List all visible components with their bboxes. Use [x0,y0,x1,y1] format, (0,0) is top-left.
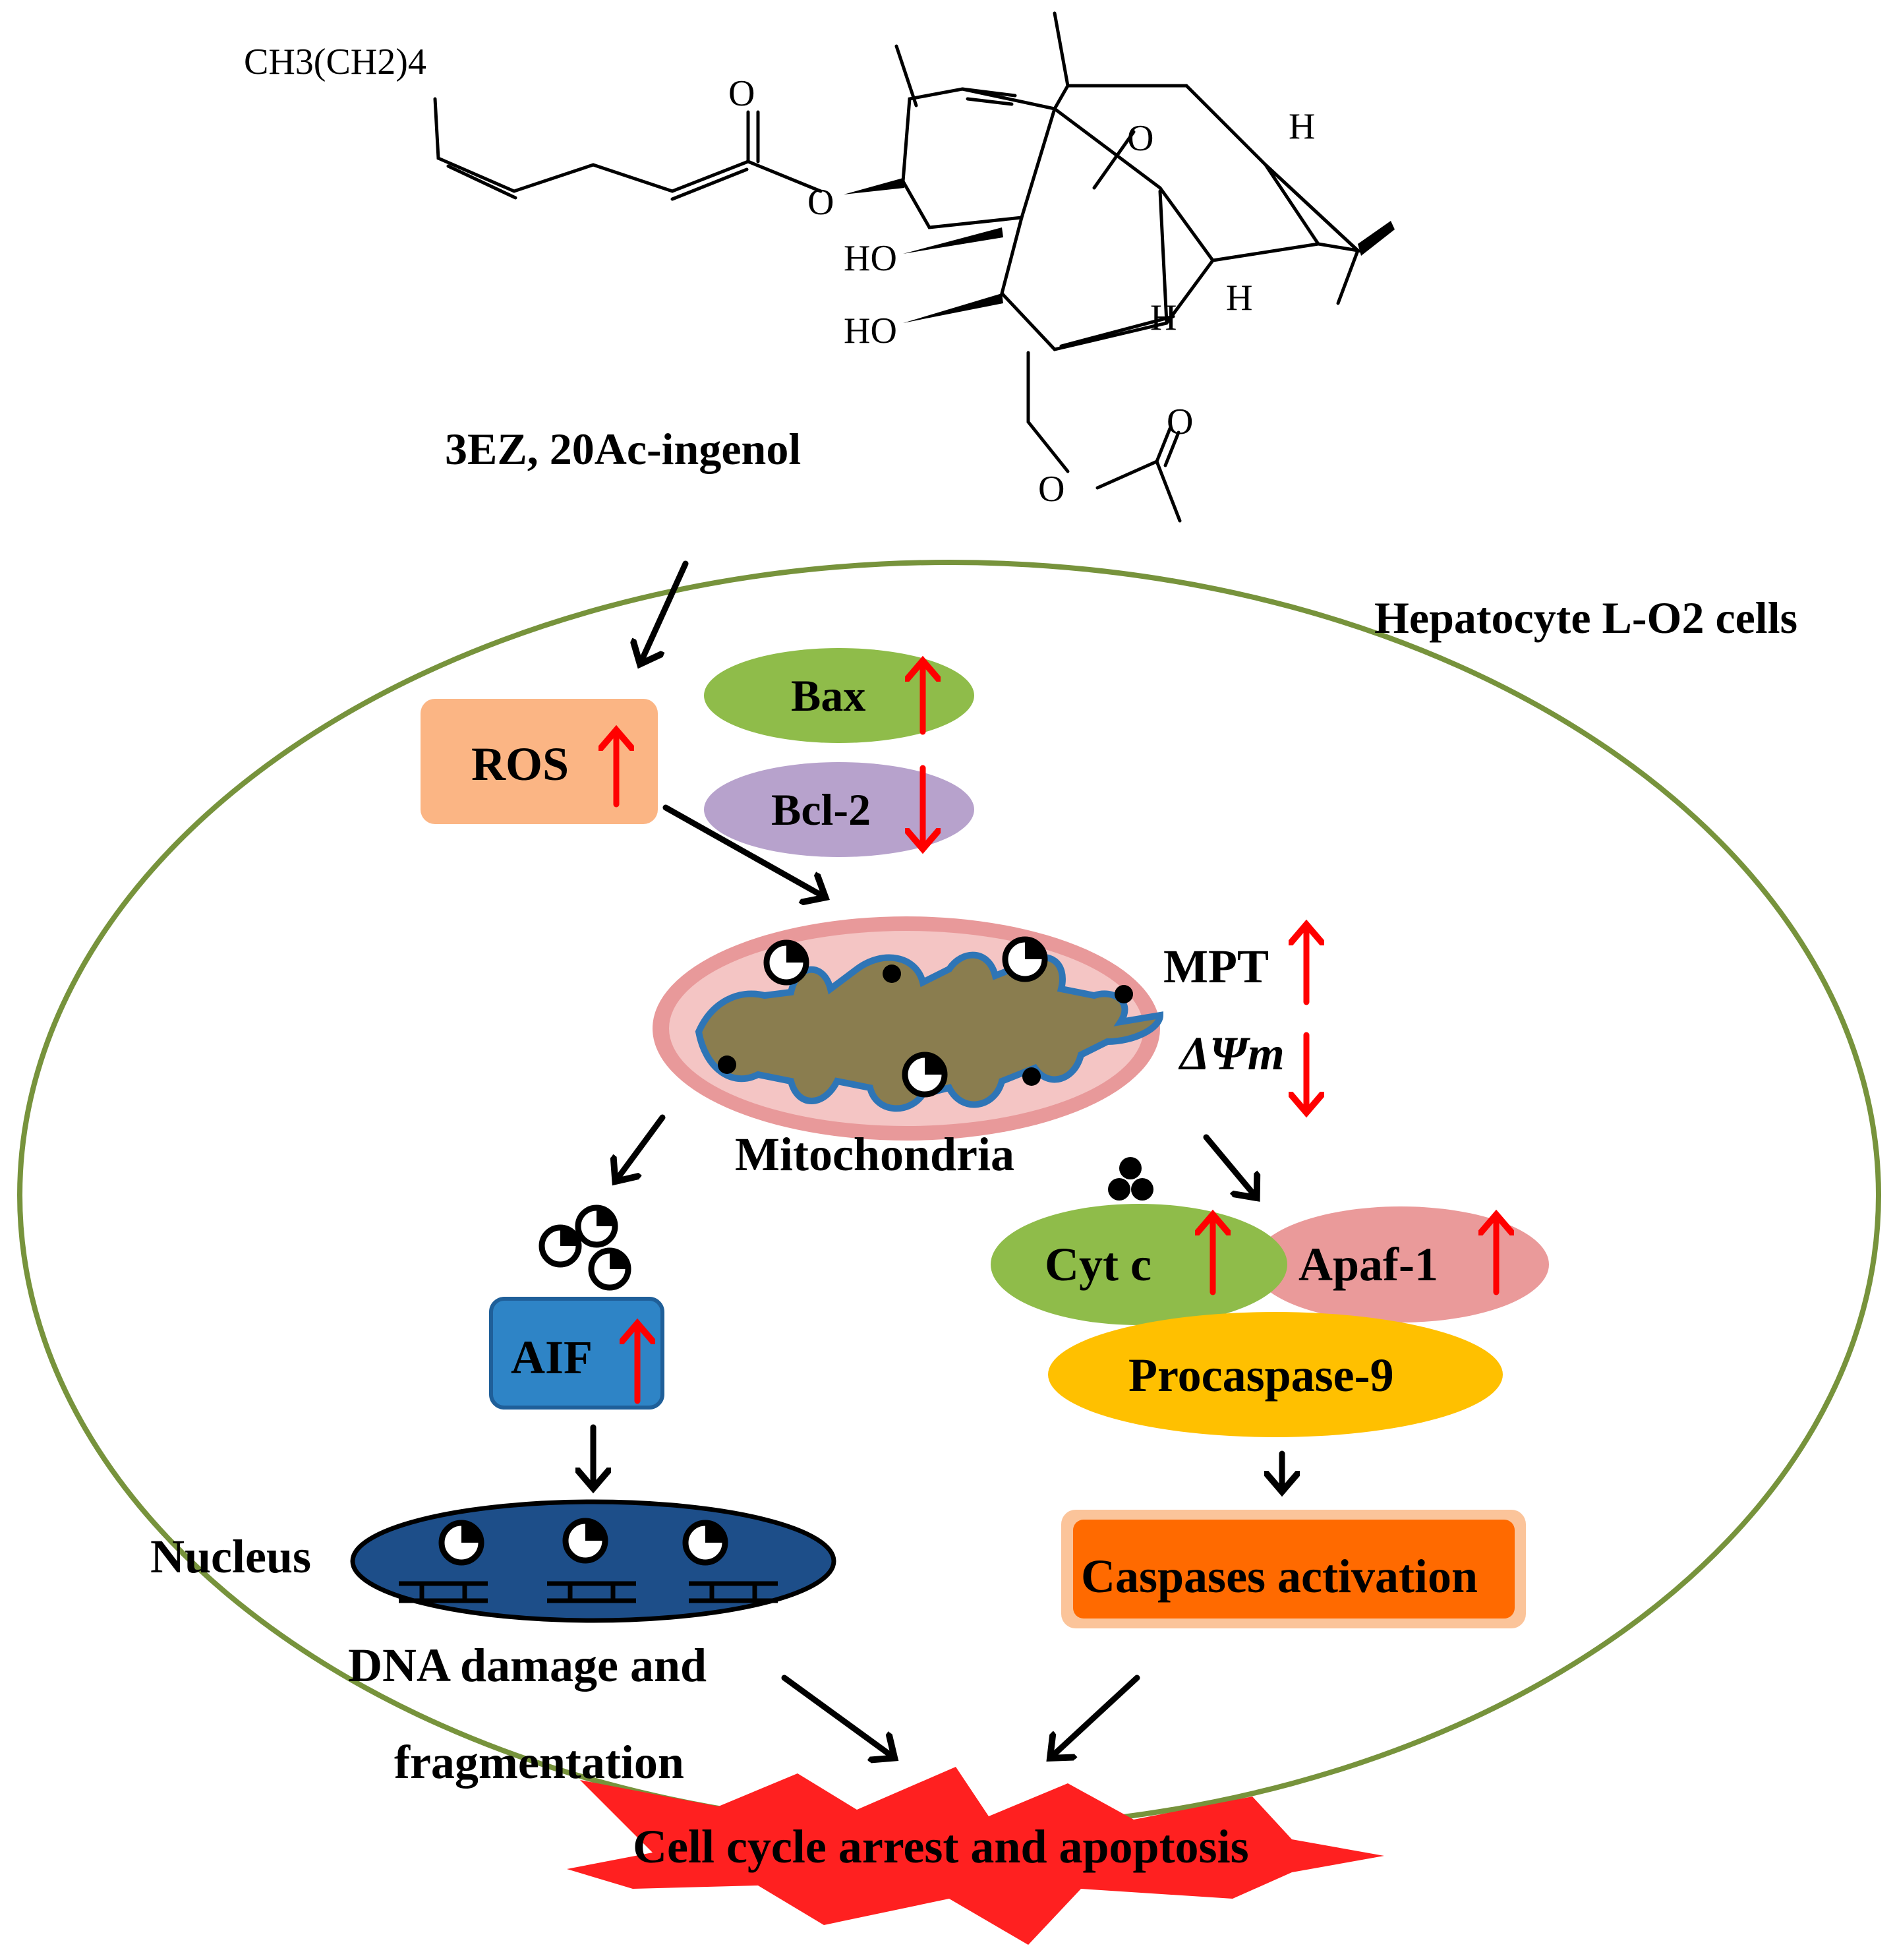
ros-to-mito-arrow [662,804,824,897]
bax-node: Bax [704,648,974,743]
aif-label: AIF [511,1331,593,1384]
cell-membrane [17,560,1881,1831]
ros-node: ROS [421,699,658,824]
outcome-burst [567,1767,1384,1945]
aif-node: AIF [489,1297,664,1410]
dna-to-outcome-arrow [781,1675,893,1757]
released-aif-cluster [539,1204,631,1291]
bcl2-node: Bcl-2 [704,762,974,857]
ketone-oxygen: O [1127,118,1153,159]
nucleus-node: Nucleus [150,1499,836,1623]
dpsim-label: ΔΨm [1178,1027,1285,1080]
dna-label-line2: fragmentation [394,1736,684,1789]
hydroxyl-group: HO [844,238,897,279]
ros-label: ROS [471,738,569,790]
procaspase9-node: Procaspase-9 [1048,1312,1503,1437]
mito-cristae [695,951,1164,1112]
procaspase9-ellipse [1048,1312,1503,1437]
hydroxyl-group: HO [844,311,897,351]
apaf1-label: Apaf-1 [1298,1238,1438,1291]
caspases-box [1073,1520,1515,1618]
cell-label: Hepatocyte L-O2 cells [1374,593,1797,643]
apaf1-node: Apaf-1 [1252,1206,1549,1322]
caspases-label: Caspases activation [1081,1550,1478,1603]
mitochondria-label: Mitochondria [735,1128,1014,1181]
mito-to-aif-arrow [616,1114,666,1180]
hydrogen-atom: H [1226,278,1252,318]
mpt-label: MPT [1163,940,1269,993]
aif-molecule [763,939,809,986]
hydrogen-atom: H [1289,106,1315,147]
acetate-oxygen: O [1038,469,1064,510]
ester-carbonyl-oxygen: O [728,73,755,114]
ester-oxygen: O [807,182,834,223]
procaspase9-label: Procaspase-9 [1128,1349,1394,1402]
mito-to-cytc-arrow [1203,1134,1256,1197]
compound-name: 3EZ, 20Ac-ingenol [445,424,801,474]
caspases-node: Caspases activation [1061,1510,1526,1628]
mitochondrion [653,916,1164,1141]
acetate-carbonyl-oxygen: O [1167,401,1193,442]
nuclear-aif [438,1518,728,1566]
alkyl-chain-label: CH3(CH2)4 [244,42,426,82]
outcome-label: Cell cycle arrest and apoptosis [633,1820,1249,1873]
caspase-to-outcome-arrow [1051,1675,1140,1757]
cytc-label: Cyt c [1045,1238,1152,1291]
apaf1-ellipse [1252,1206,1549,1322]
outcome-node: Cell cycle arrest and apoptosis [567,1767,1384,1945]
nucleus-label: Nucleus [150,1530,311,1583]
bax-label: Bax [791,670,865,721]
entry-arrow [641,560,689,663]
chemical-structure: CH3(CH2)4 O O O H H H HO HO [244,11,1395,523]
cytc-molecules [1108,1157,1153,1201]
aif-molecule [902,1052,948,1098]
cytc-node: Cyt c [991,1204,1287,1325]
aif-molecule [1002,936,1048,982]
bcl2-label: Bcl-2 [771,785,871,835]
dna-label-line1: DNA damage and [348,1639,707,1692]
hydrogen-atom: H [1150,297,1177,338]
dna-fragments [399,1581,778,1603]
